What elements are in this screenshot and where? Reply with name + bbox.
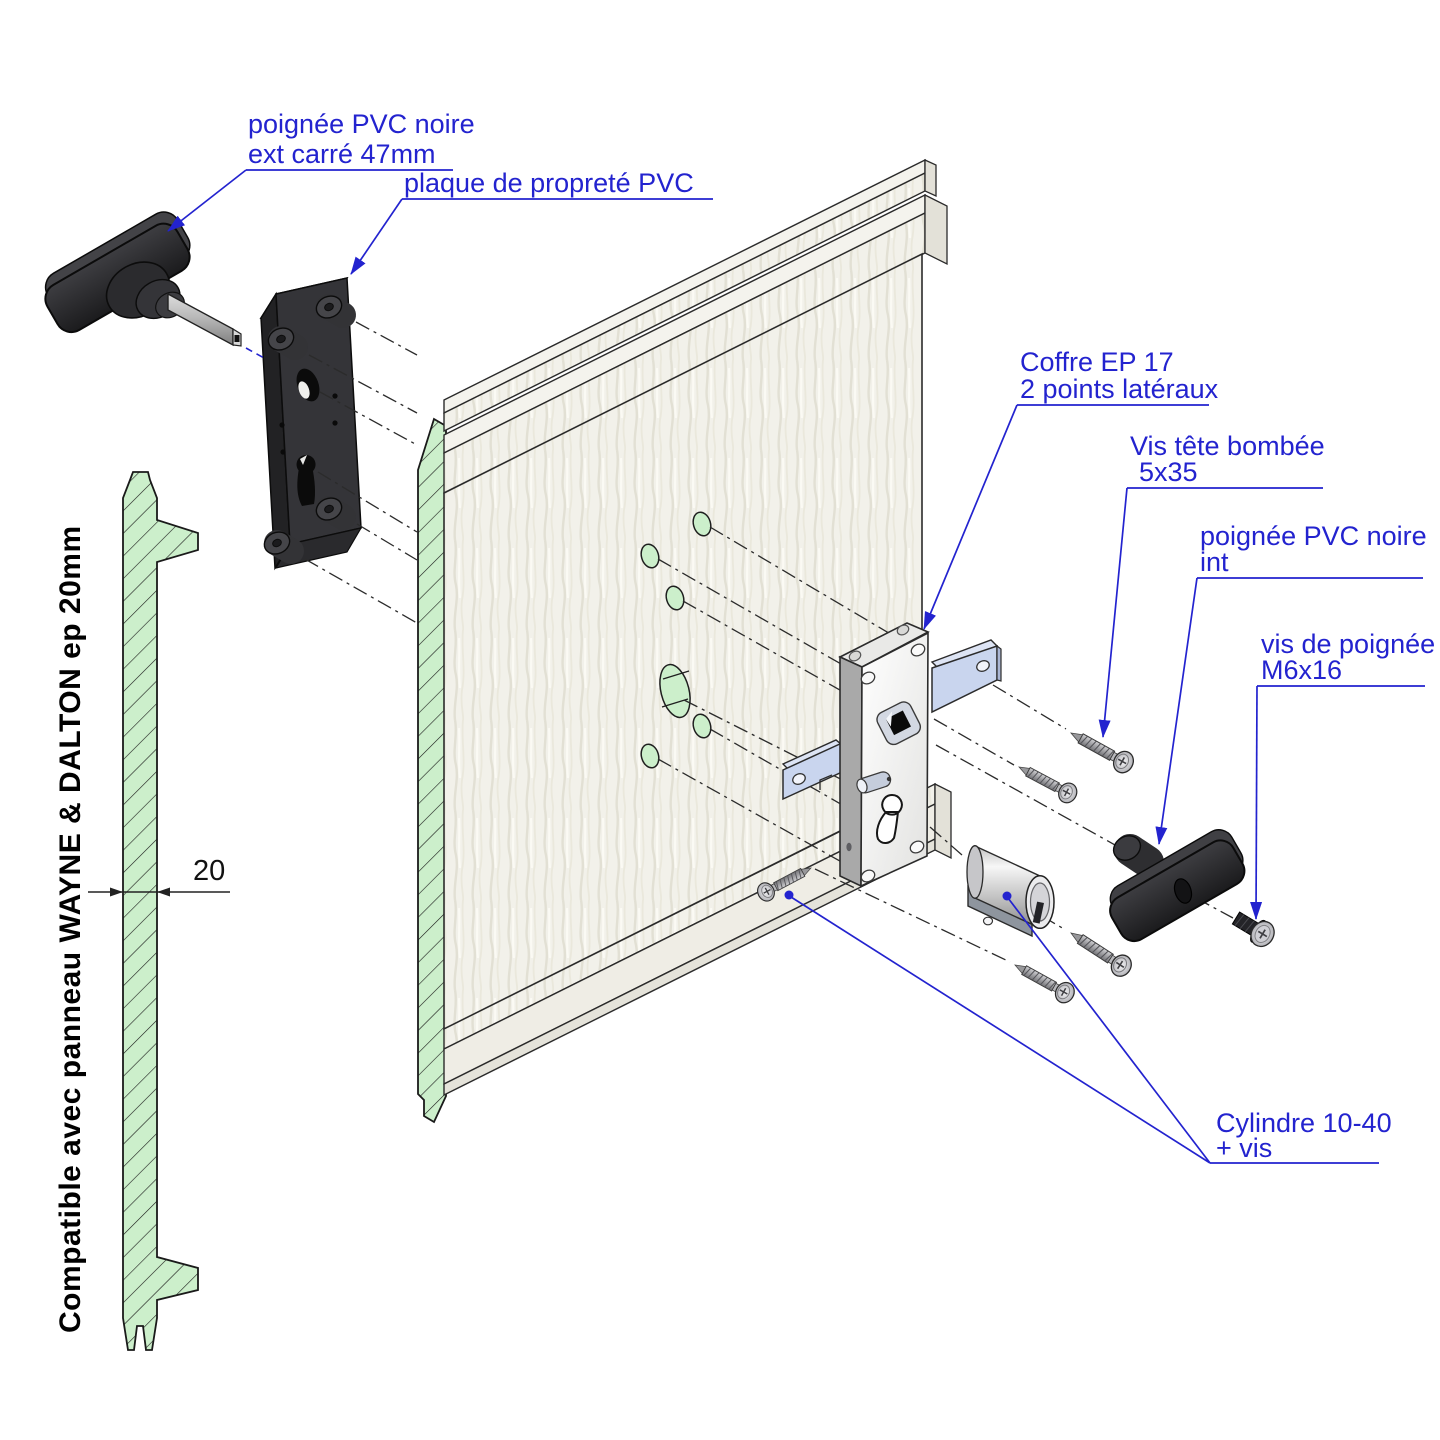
panel-hole-1 — [692, 511, 712, 537]
handle-int-screw-hole — [1173, 878, 1193, 904]
leader-handle-int — [1155, 577, 1198, 845]
coffre-top-hole-2 — [896, 624, 910, 636]
bottom-rail-cap — [934, 782, 952, 860]
screw-5x35-1 — [1064, 722, 1138, 778]
coffre-front-face — [860, 631, 929, 888]
coffre-keyhole — [876, 794, 903, 844]
cylinder-back-face — [966, 845, 984, 899]
cylinder-key-slot — [1032, 901, 1044, 924]
plate-dot-4 — [280, 449, 286, 455]
panel-hole-4 — [692, 713, 712, 739]
label-handle-ext-line2: ext carré 47mm — [248, 139, 436, 169]
label-handle-int: poignée PVC noire int — [1155, 521, 1427, 845]
leader-handle-ext — [167, 169, 247, 232]
coffre-spindle-boss — [876, 701, 922, 746]
label-coffre: Coffre EP 17 2 points latéraux — [923, 347, 1219, 630]
label-cylinder: Cylindre 10-40 + vis — [784, 890, 1392, 1164]
panel-hole-2 — [640, 543, 660, 569]
leader-screw-dome — [1098, 487, 1128, 738]
leader-plate — [350, 198, 403, 275]
lateral-bar-right — [930, 639, 1002, 714]
plate-pvc — [259, 276, 363, 571]
coffre-side-face — [839, 655, 863, 888]
screw-5x35-4 — [1009, 955, 1079, 1007]
screw-5x35-2 — [1013, 757, 1081, 807]
axes-plate-to-panel — [304, 321, 418, 624]
label-handle-int-line2: int — [1200, 547, 1229, 577]
leader-cylinder-screw — [790, 896, 1211, 1164]
panel-hole-3 — [665, 585, 685, 611]
bar-right-cap — [996, 644, 1002, 682]
coffre-corner-holes — [860, 643, 926, 883]
panel-holes — [640, 511, 712, 769]
plate-dot-1 — [279, 422, 285, 428]
leader-handle-screw — [1250, 685, 1263, 920]
plate-oval-hole-light — [298, 381, 310, 399]
coffre-top-hole-1 — [848, 650, 862, 662]
plate-keyhole-highlight — [300, 455, 307, 465]
label-handle-screw-line1: vis de poignée — [1261, 629, 1435, 659]
label-handle-screw: vis de poignée M6x16 — [1250, 629, 1435, 920]
top-rail-1-cap — [924, 158, 937, 198]
label-screw-dome-line1: Vis tête bombée — [1130, 431, 1325, 461]
plate-bosses — [263, 294, 356, 564]
leader-coffre — [923, 404, 1018, 630]
label-cylinder-line1: Cylindre 10-40 — [1216, 1108, 1392, 1138]
label-handle-screw-line2: M6x16 — [1261, 655, 1342, 685]
coffre-latch-pin — [856, 771, 892, 794]
label-cylinder-line2: + vis — [1216, 1133, 1272, 1163]
dim-arrow-right — [157, 887, 170, 897]
label-coffre-line1: Coffre EP 17 — [1020, 347, 1174, 377]
handle-int — [1109, 829, 1246, 943]
top-rail-2-cap — [924, 193, 948, 266]
label-handle-int-line1: poignée PVC noire — [1200, 521, 1427, 551]
annotations: poignée PVC noire ext carré 47mm plaque … — [167, 109, 1435, 1164]
label-plate-line1: plaque de propreté PVC — [404, 168, 694, 198]
handle-int-neck-face — [1112, 835, 1142, 861]
handle-ext — [44, 211, 265, 359]
label-handle-ext: poignée PVC noire ext carré 47mm — [167, 109, 475, 232]
shaft-end-hole — [234, 335, 240, 342]
dimension-value: 20 — [193, 855, 225, 887]
handle-ext-square-shaft — [167, 292, 234, 347]
coffre-side-hole — [846, 842, 852, 852]
dim-arrow-left — [110, 887, 123, 897]
label-coffre-line2: 2 points latéraux — [1020, 374, 1219, 404]
plate-keyhole — [296, 455, 316, 506]
coffre — [838, 622, 930, 888]
side-note: Compatible avec panneau WAYNE & DALTON e… — [54, 525, 87, 1333]
bar-left-notch — [819, 774, 833, 790]
spindle-square-hole — [885, 710, 911, 736]
bar-right-hole — [976, 660, 990, 672]
bar-left-hole — [792, 773, 806, 785]
screw-m6x16 — [1231, 911, 1275, 948]
shaft-axis-dash — [245, 347, 265, 359]
plate-dot-3 — [332, 420, 338, 426]
leader-dot-cylinder — [1002, 891, 1012, 901]
panel-cross-section: 20 — [88, 471, 230, 1351]
panel-hole-5 — [640, 743, 660, 769]
cross-section-profile — [122, 471, 199, 1351]
cylinder-screw-hole — [982, 916, 994, 926]
label-screw-dome: Vis tête bombée 5x35 — [1098, 431, 1325, 738]
dimension-20: 20 — [88, 855, 230, 897]
label-handle-ext-line1: poignée PVC noire — [248, 109, 475, 139]
leader-dot-screw — [784, 890, 794, 900]
door-panel — [417, 158, 952, 1124]
euro-cylinder — [966, 844, 1055, 938]
leader-cylinder-body — [1007, 897, 1211, 1164]
lateral-bar-left — [781, 739, 844, 801]
label-screw-dome-line2: 5x35 — [1139, 457, 1198, 487]
plate-dot-2 — [332, 393, 338, 399]
label-plate: plaque de propreté PVC — [350, 168, 713, 275]
